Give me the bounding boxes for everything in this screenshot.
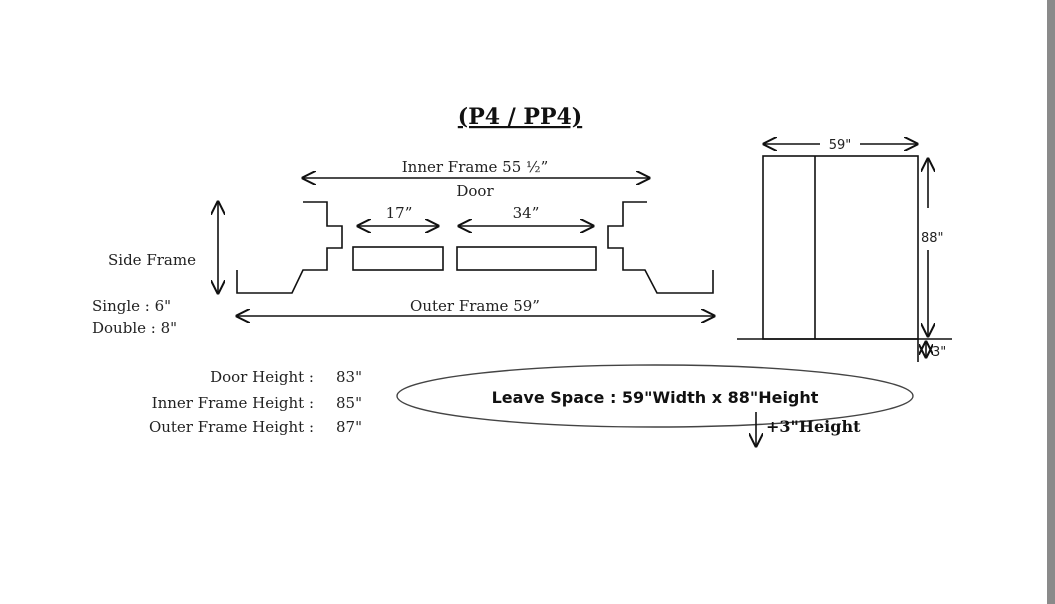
door-leaf-small — [352, 246, 444, 271]
door-elevation — [762, 155, 919, 340]
leave-space-text: Leave Space : 59"Width x 88"Height — [492, 388, 819, 407]
scrollbar-edge — [1047, 0, 1055, 604]
leave-space-ellipse — [396, 364, 914, 428]
door-label: Door — [456, 182, 494, 200]
outer-frame-height-label: Outer Frame Height : — [149, 418, 314, 436]
outer-frame-label: Outer Frame 59” — [410, 297, 540, 315]
outer-frame-height-value: 87" — [336, 418, 362, 436]
double-label: Double : 8" — [92, 319, 177, 337]
extra-height-label: +3"Height — [766, 417, 861, 436]
leaf-large-label: 34” — [513, 204, 540, 222]
width-label: 59" — [829, 138, 852, 153]
single-label: Single : 6" — [92, 297, 171, 315]
door-height-label: Door Height : — [210, 368, 314, 386]
right-frame-profile — [607, 201, 714, 294]
left-frame-profile — [236, 201, 343, 294]
height-label: 88" — [921, 231, 944, 246]
door-height-value: 83" — [336, 368, 362, 386]
page-title: (P4 / PP4) — [458, 104, 582, 130]
inner-frame-height-value: 85" — [336, 394, 362, 412]
leaf-small-label: 17” — [386, 204, 413, 222]
gap-label: 3" — [932, 345, 946, 360]
inner-frame-height-label: Inner Frame Height : — [152, 394, 314, 412]
door-leaf-large — [456, 246, 597, 271]
side-frame-label: Side Frame — [108, 251, 196, 269]
inner-frame-label: Inner Frame 55 ½” — [402, 158, 549, 176]
